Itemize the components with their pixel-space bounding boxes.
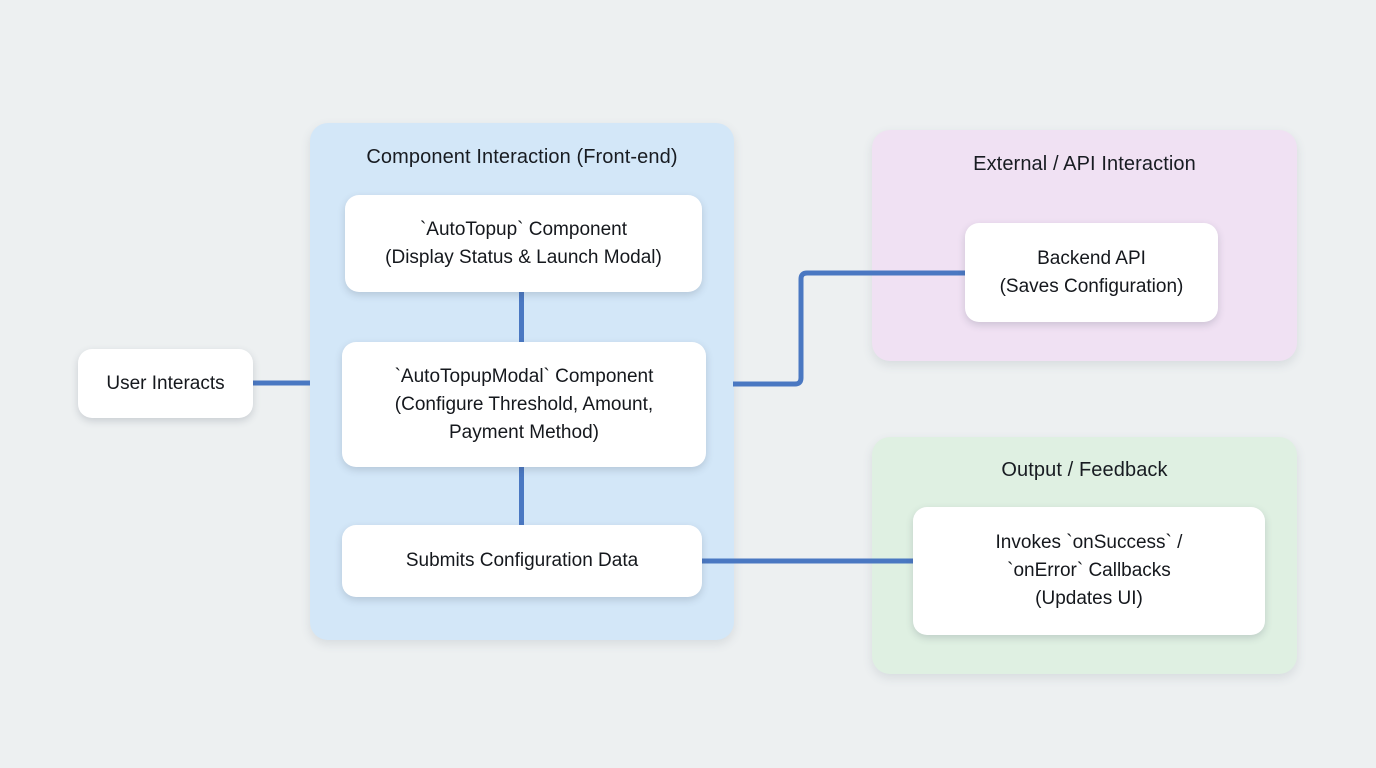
node-submits-configuration-data: Submits Configuration Data (342, 525, 702, 597)
node-autotopup-component: `AutoTopup` Component (Display Status & … (345, 195, 702, 292)
group-output-feedback-title: Output / Feedback (1001, 459, 1168, 481)
node-backend-api: Backend API (Saves Configuration) (965, 223, 1218, 322)
group-external-api-title: External / API Interaction (973, 153, 1196, 175)
node-user-interacts: User Interacts (78, 349, 253, 418)
group-frontend-title: Component Interaction (Front-end) (366, 146, 678, 168)
node-callbacks: Invokes `onSuccess` / `onError` Callback… (913, 507, 1265, 635)
node-autotopupmodal-component: `AutoTopupModal` Component (Configure Th… (342, 342, 706, 467)
